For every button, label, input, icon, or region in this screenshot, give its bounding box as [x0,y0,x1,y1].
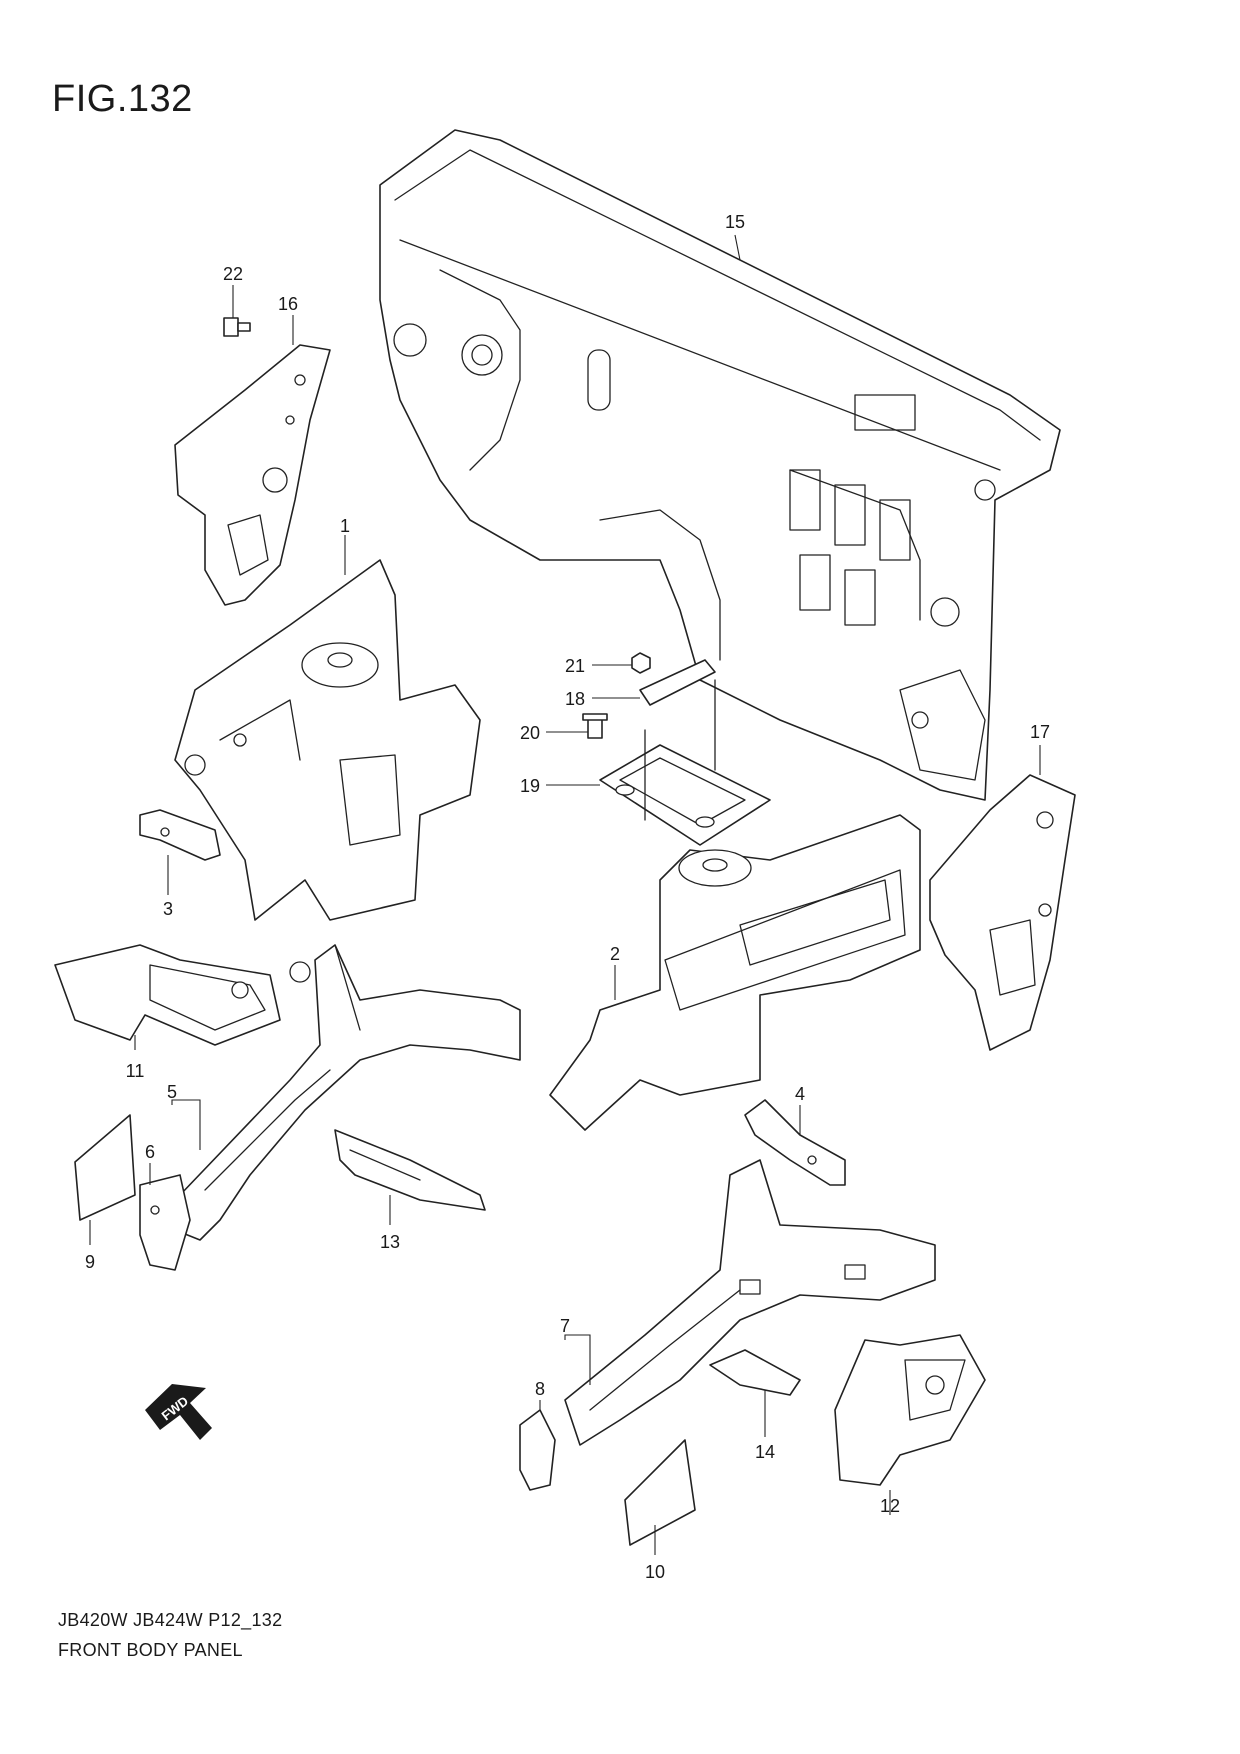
side-member-left [174,944,521,1241]
callout-15: 15 [725,212,745,232]
callout-8: 8 [535,1379,545,1399]
callout-2: 2 [610,944,620,964]
side-panel-left [174,344,331,606]
callout-14: 14 [755,1442,775,1462]
callout-12: 12 [880,1496,900,1516]
plate-9 [74,1114,136,1221]
model-code: JB420W JB424W P12_132 [58,1610,283,1630]
battery-clamp [639,659,716,706]
bracket-4 [744,1099,846,1186]
callout-19: 19 [520,776,540,796]
wheelhouse-right [549,814,921,1131]
plate-10 [624,1439,696,1546]
callout-18: 18 [565,689,585,709]
bracket-8 [519,1409,556,1491]
fwd-arrow: FWD [145,1384,212,1440]
bolt-20 [582,713,608,739]
callout-5: 5 [167,1082,177,1102]
extension-right [834,1334,986,1486]
leader-lines [89,234,1041,1555]
bracket-3 [139,809,221,861]
callout-16: 16 [278,294,298,314]
lower-extension [334,1129,486,1211]
extension-left [54,944,281,1046]
callout-1: 1 [340,516,350,536]
callout-13: 13 [380,1232,400,1252]
lower-extension-right [709,1349,801,1396]
callout-22: 22 [223,264,243,284]
callout-6: 6 [145,1142,155,1162]
battery-tray [599,679,771,846]
bolt-22 [223,317,251,337]
callout-9: 9 [85,1252,95,1272]
callout-20: 20 [520,723,540,743]
callout-11: 11 [126,1061,145,1081]
side-member-right [564,1159,936,1446]
callout-numbers: 15 22 16 1 21 18 20 19 17 3 2 11 4 5 6 9… [85,212,1050,1582]
callout-21: 21 [565,656,585,676]
callout-10: 10 [645,1562,665,1582]
callout-3: 3 [163,899,173,919]
callout-7: 7 [560,1316,570,1336]
bracket-6 [139,1174,191,1271]
diagram-description: FRONT BODY PANEL [58,1640,243,1660]
callout-17: 17 [1030,722,1050,742]
side-panel-right [929,774,1076,1051]
nut-21 [631,652,651,674]
dash-panel [379,129,1061,801]
wheelhouse-left [174,559,481,921]
figure-title: FIG.132 [52,78,193,120]
callout-4: 4 [795,1084,805,1104]
